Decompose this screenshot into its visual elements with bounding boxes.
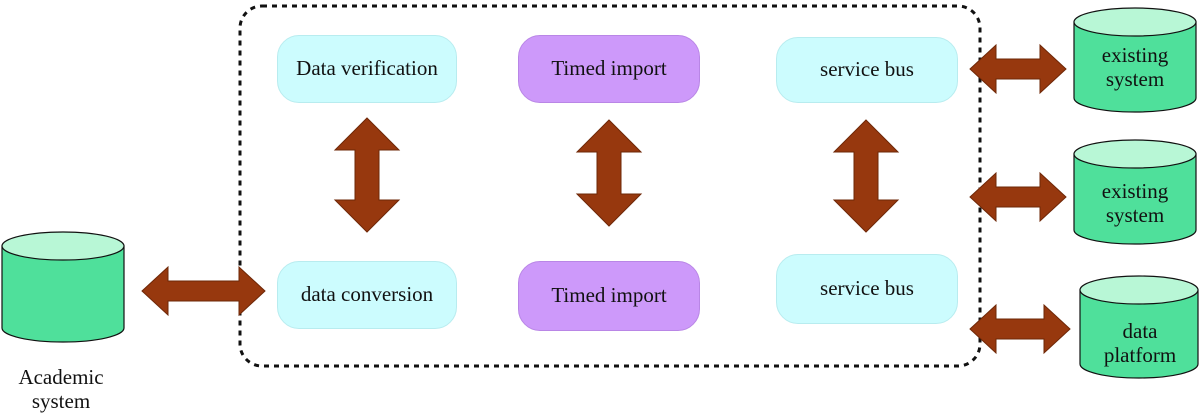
existing-system-1-arrow <box>969 43 1067 95</box>
timed-import-bottom-label: Timed import <box>551 283 667 308</box>
timed-import-arrow <box>575 119 643 227</box>
existing-system-2-arrow <box>969 171 1067 223</box>
existing-system-2-label: existing system <box>1101 179 1169 227</box>
academic-system-label: Academic system <box>18 365 104 413</box>
data-platform-cylinder-top <box>1079 275 1199 305</box>
existing-system-2-cylinder-body <box>1073 153 1197 245</box>
existing-system-1-cylinder-top <box>1073 7 1197 37</box>
data-conversion-box: data conversion <box>277 261 457 329</box>
data-verification-label: Data verification <box>296 56 438 81</box>
data-conversion-label: data conversion <box>300 282 434 307</box>
data-platform-label: data platform <box>1103 319 1177 367</box>
verification-conversion-arrow <box>333 117 401 233</box>
service-bus-top-label: service bus <box>820 57 914 82</box>
academic-system-cylinder <box>1 231 125 343</box>
timed-import-top-box: Timed import <box>518 35 700 103</box>
existing-system-1-cylinder <box>1073 7 1197 113</box>
data-platform-arrow <box>969 303 1071 355</box>
academic-system-cylinder-top <box>1 231 125 261</box>
data-verification-box: Data verification <box>277 35 457 103</box>
academic-system-cylinder-body <box>1 245 125 343</box>
academic-arrow <box>141 265 266 317</box>
service-bus-top-box: service bus <box>776 37 958 103</box>
service-bus-bottom-label: service bus <box>820 276 914 301</box>
existing-system-1-label: existing system <box>1101 43 1169 91</box>
existing-system-2-cylinder <box>1073 139 1197 245</box>
existing-system-1-cylinder-body <box>1073 21 1197 113</box>
service-bus-bottom-box: service bus <box>776 254 958 324</box>
timed-import-bottom-box: Timed import <box>518 261 700 331</box>
data-platform-cylinder <box>1079 275 1199 379</box>
service-bus-arrow <box>832 119 900 233</box>
existing-system-2-cylinder-top <box>1073 139 1197 169</box>
data-platform-cylinder-body <box>1079 289 1199 379</box>
timed-import-top-label: Timed import <box>551 56 667 81</box>
